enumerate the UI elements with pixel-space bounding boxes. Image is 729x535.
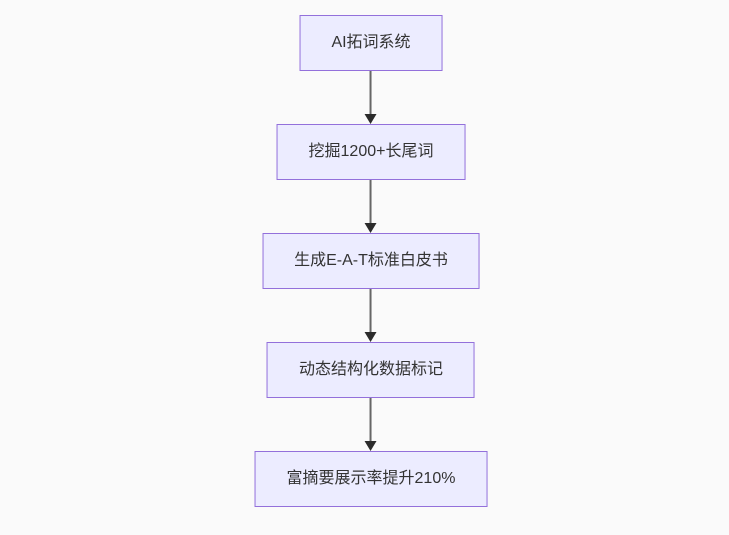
flow-arrow-3 [364, 289, 378, 342]
flow-arrow-2 [364, 180, 378, 233]
arrow-line [370, 289, 372, 335]
arrowhead-down-icon [365, 332, 377, 342]
flow-node-label: 富摘要展示率提升210% [286, 470, 456, 487]
arrowhead-down-icon [365, 441, 377, 451]
arrow-line [370, 398, 372, 444]
flow-node-rich-snippet-rate: 富摘要展示率提升210% [254, 451, 488, 507]
flow-node-structured-data-markup: 动态结构化数据标记 [266, 342, 475, 398]
flow-arrow-4 [364, 398, 378, 451]
flow-node-label: AI拓词系统 [331, 34, 411, 51]
flow-node-label: 生成E-A-T标准白皮书 [294, 252, 448, 269]
flowchart: AI拓词系统 挖掘1200+长尾词 生成E-A-T标准白皮书 动态结构化数据标记 [254, 15, 488, 507]
arrowhead-down-icon [365, 223, 377, 233]
flow-node-eat-whitepaper: 生成E-A-T标准白皮书 [262, 233, 480, 289]
arrow-line [370, 71, 372, 117]
arrowhead-down-icon [365, 114, 377, 124]
flow-node-label: 挖掘1200+长尾词 [308, 143, 434, 160]
flow-node-longtail-mining: 挖掘1200+长尾词 [276, 124, 466, 180]
arrow-line [370, 180, 372, 226]
flow-arrow-1 [364, 71, 378, 124]
flow-node-label: 动态结构化数据标记 [298, 361, 443, 378]
flow-node-ai-keyword-system: AI拓词系统 [299, 15, 443, 71]
